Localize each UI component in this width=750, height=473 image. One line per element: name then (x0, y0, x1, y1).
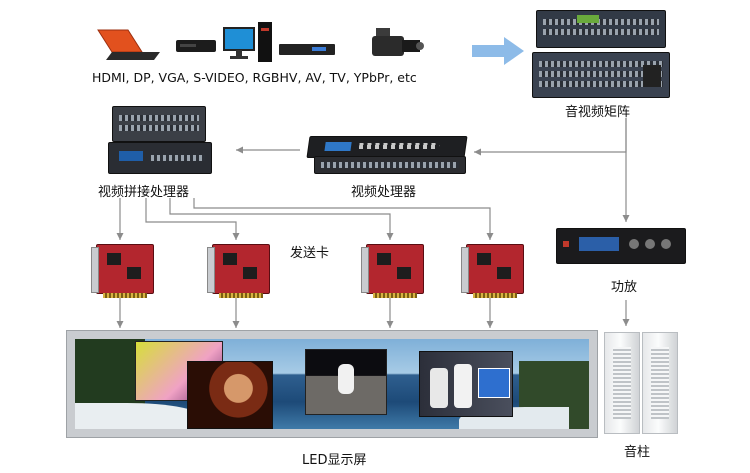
speaker-label: 音柱 (624, 445, 651, 460)
video-processor-device (306, 136, 468, 158)
dvd-player-icon (176, 40, 216, 52)
matrix-label: 音视频矩阵 (565, 105, 631, 120)
av-matrix-device (536, 10, 666, 48)
speaker-column-right (642, 332, 678, 434)
sending-card-1 (91, 244, 154, 298)
desktop-pc-icon (223, 22, 272, 62)
speaker-column-left (604, 332, 640, 434)
sending-card-3 (361, 244, 424, 298)
video-processor-label: 视频处理器 (351, 185, 417, 200)
wire-splicer-card4 (193, 198, 494, 240)
sources-label: HDMI, DP, VGA, S-VIDEO, RGBHV, AV, TV, Y… (92, 70, 417, 85)
input-arrow-icon (472, 37, 524, 65)
laptop-icon (97, 29, 160, 60)
wire-splicer-card3 (169, 198, 394, 240)
splicing-processor-label: 视频拼接处理器 (98, 185, 190, 200)
led-screen-panorama (75, 339, 589, 429)
amplifier-device (556, 228, 686, 264)
video-window-astronaut (305, 349, 387, 415)
source-devices (92, 20, 424, 64)
sending-card-2 (207, 244, 270, 298)
splicing-processor-device-2 (108, 142, 212, 174)
set-top-box-icon (279, 44, 335, 55)
video-processor-device-2 (314, 156, 466, 174)
video-window-sports (419, 351, 513, 417)
camera-icon (372, 28, 424, 56)
sending-card-label: 发送卡 (290, 246, 330, 261)
sending-card-4 (461, 244, 524, 298)
av-matrix-device-2 (532, 52, 670, 98)
splicing-processor-device (112, 106, 206, 142)
led-screen (66, 330, 598, 438)
wire-splicer-card2 (145, 198, 240, 240)
wire-matrix-to-processor (474, 118, 627, 156)
amplifier-label: 功放 (611, 280, 638, 295)
led-screen-label: LED显示屏 (302, 453, 367, 468)
video-window-portrait (187, 361, 273, 429)
